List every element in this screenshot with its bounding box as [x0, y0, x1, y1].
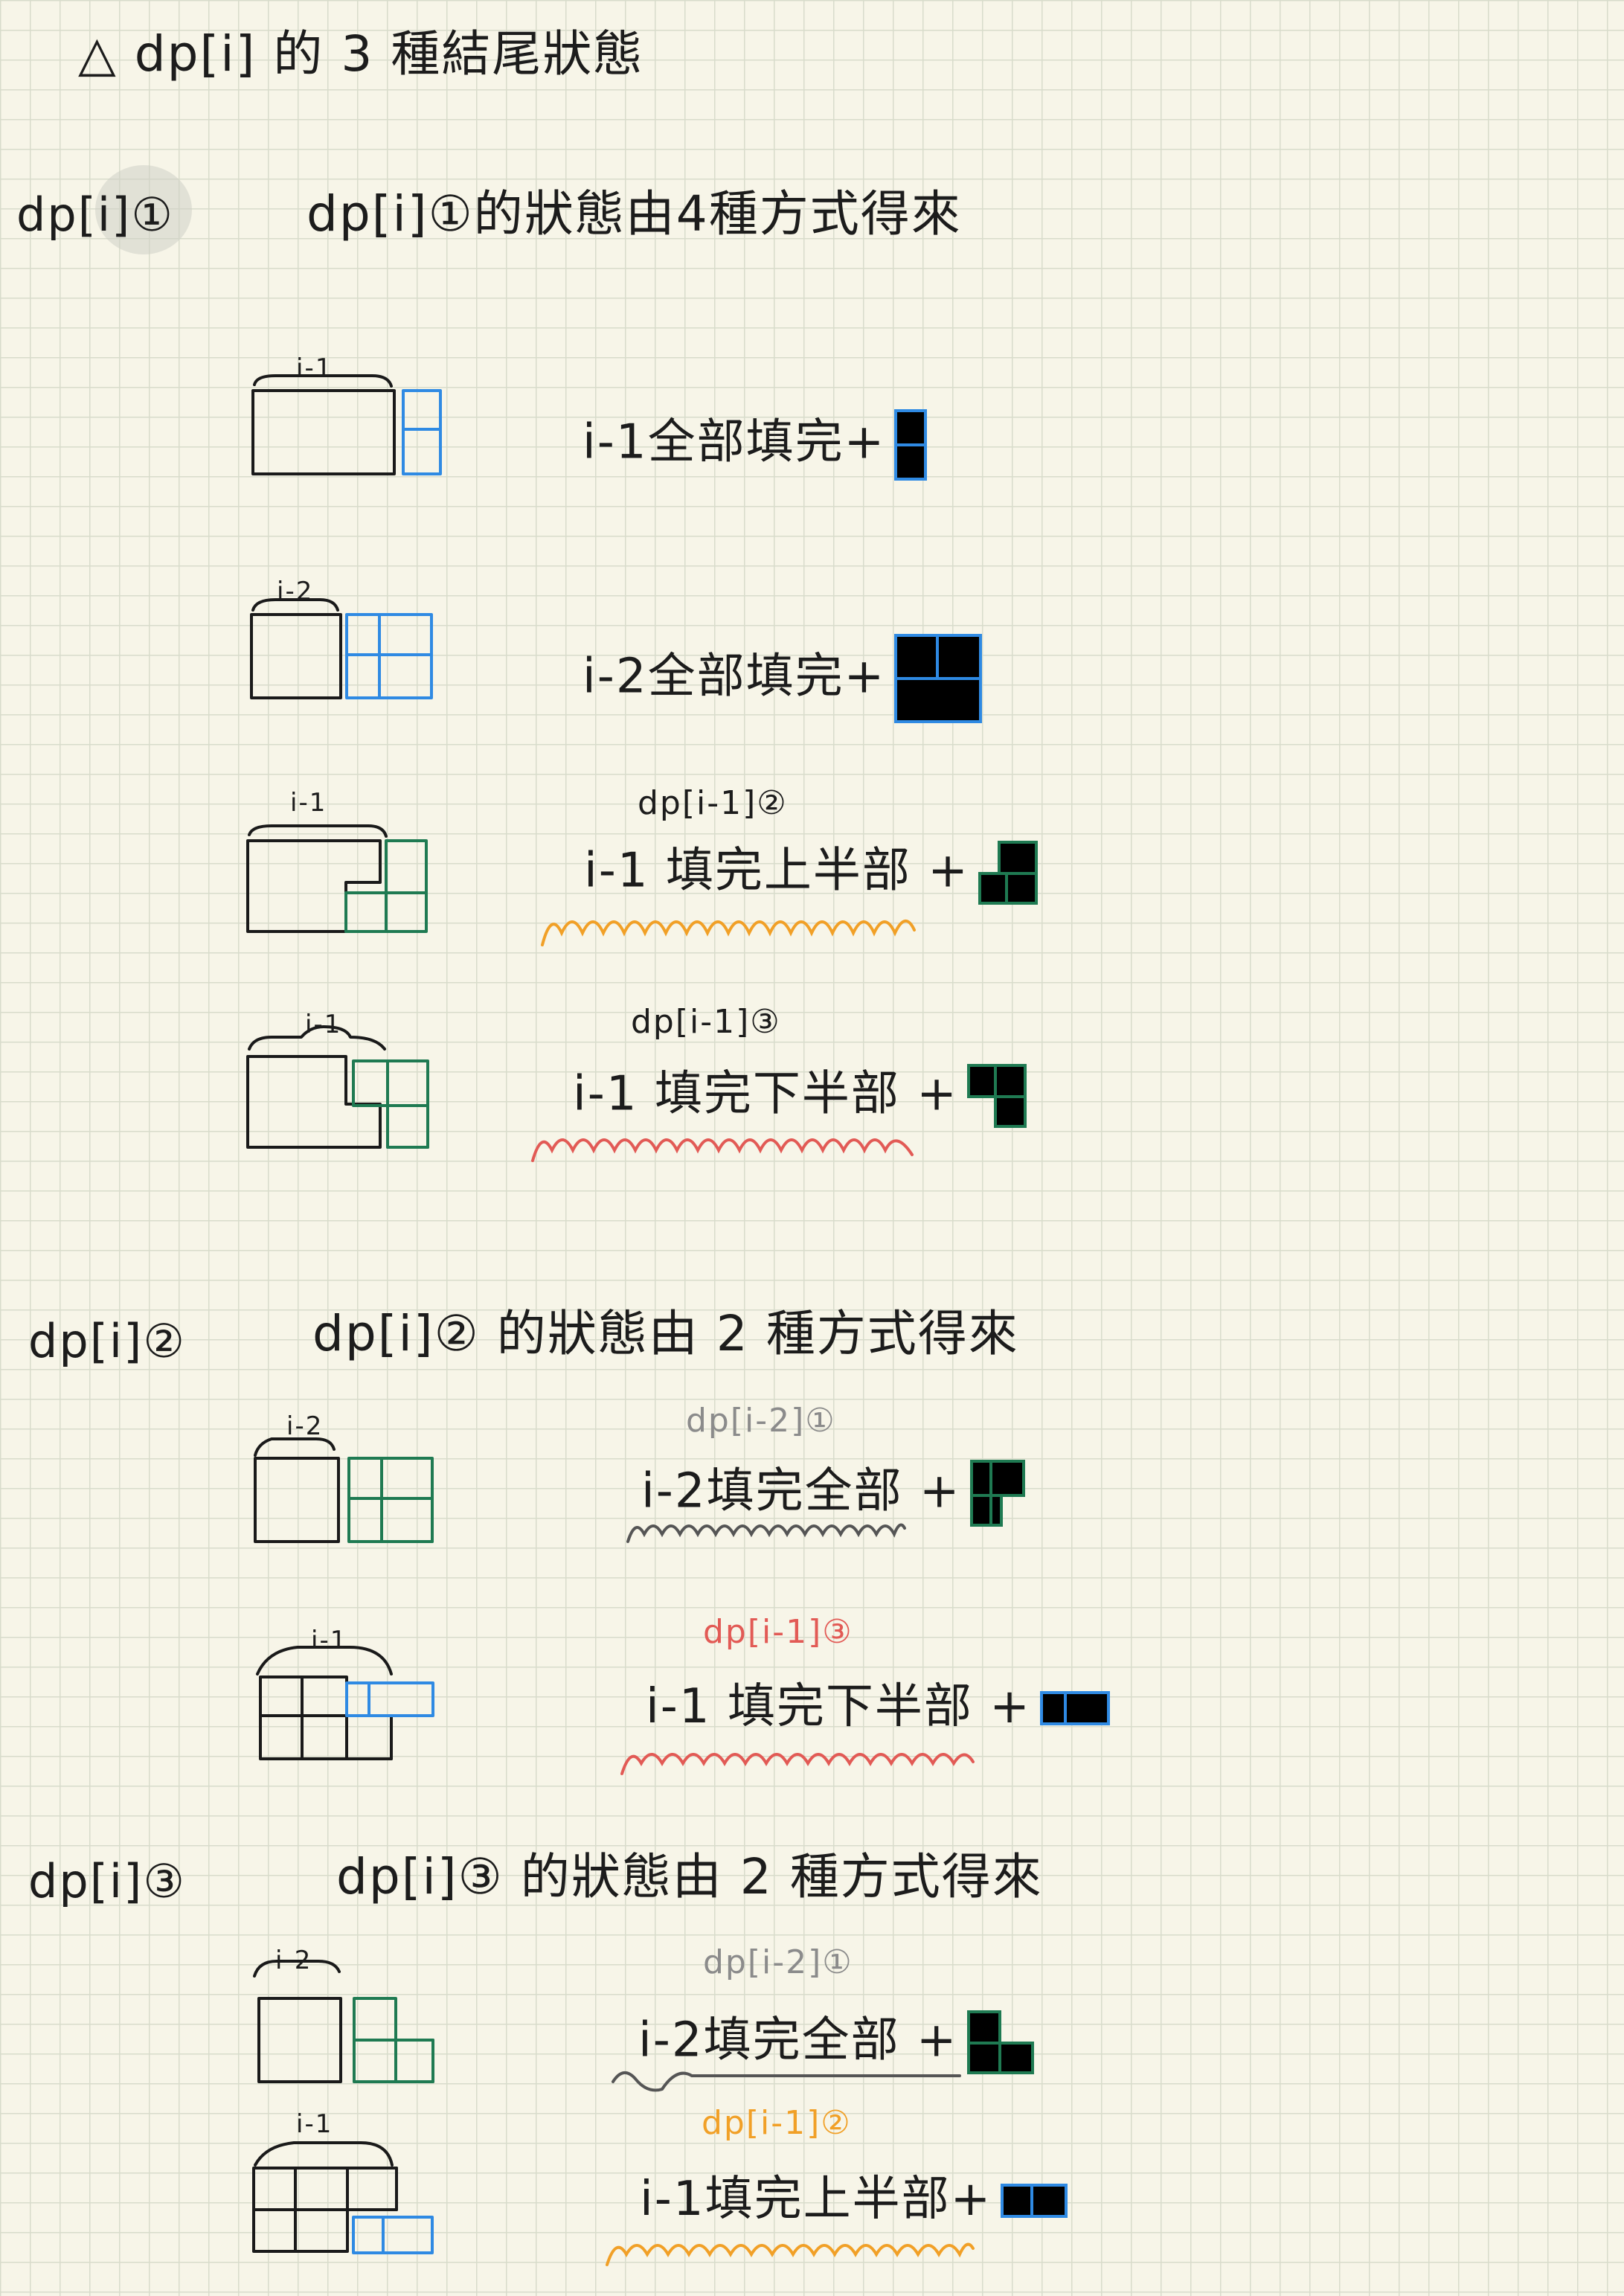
- tiling-figure: [251, 374, 442, 475]
- caption-text: i-2填完全部 +: [641, 1463, 961, 1519]
- state-annotation: dp[i-1]③: [631, 1003, 781, 1041]
- section-label-1: dp[i]①: [16, 187, 174, 242]
- tiling-figure: [253, 1960, 434, 2083]
- figure-label: i-2: [277, 577, 314, 606]
- tiling-figure: [256, 1646, 434, 1760]
- underline-squiggle: [612, 2071, 961, 2092]
- underline-squiggle: [531, 1138, 914, 1162]
- state-annotation: dp[i-2]①: [686, 1402, 836, 1440]
- caption-text: i-2全部填完+: [582, 649, 886, 705]
- vertical-domino-icon: [894, 409, 928, 481]
- item-caption: i-1 填完下半部 +: [573, 1062, 1030, 1131]
- state-annotation: dp[i-1]②: [638, 784, 788, 822]
- highlight-mark: [95, 165, 192, 254]
- figure-label: i-1: [311, 1626, 348, 1655]
- tiling-figure: [252, 2141, 434, 2254]
- l-shape-tile-icon: [978, 841, 1038, 905]
- item-caption: i-1 填完上半部 +: [584, 839, 1041, 908]
- step-tile-icon: [966, 2010, 1034, 2074]
- tiling-figure: [246, 824, 428, 933]
- tiling-figure: [250, 598, 433, 699]
- item-caption: i-1填完上半部+: [640, 2175, 1071, 2223]
- item-caption: i-2填完全部 +: [641, 1458, 1028, 1530]
- caption-text: i-1 填完下半部 +: [646, 1679, 1031, 1734]
- caption-text: i-1 填完上半部 +: [584, 843, 969, 899]
- section-label-3: dp[i]③: [28, 1854, 186, 1908]
- section-label-2: dp[i]②: [28, 1314, 186, 1368]
- item-caption: i-1 填完下半部 +: [646, 1683, 1113, 1731]
- underline-squiggle: [626, 1523, 906, 1543]
- item-caption: i-1全部填完+: [582, 408, 928, 482]
- caption-text: i-1填完上半部+: [640, 2172, 992, 2227]
- section-heading-2: dp[i]② 的狀態由 2 種方式得來: [312, 1305, 1019, 1362]
- figure-label: i-1: [296, 2109, 333, 2139]
- two-horizontal-dominoes-icon: [894, 634, 983, 723]
- horizontal-domino-icon: [1039, 1691, 1110, 1726]
- figure-label: i-1: [290, 788, 327, 818]
- caption-text: i-2填完全部 +: [638, 2013, 958, 2068]
- tiling-figure: [254, 1437, 434, 1543]
- section-heading-3: dp[i]③ 的狀態由 2 種方式得來: [336, 1848, 1043, 1905]
- t-shape-tile-icon: [969, 1460, 1025, 1527]
- figure-label: i-2: [286, 1411, 324, 1441]
- item-caption: i-2填完全部 +: [638, 2009, 1037, 2077]
- state-annotation: dp[i-1]②: [702, 2104, 852, 2142]
- section-heading-1: dp[i]①的狀態由4種方式得來: [306, 185, 962, 243]
- page-title: △ dp[i] 的 3 種結尾狀態: [78, 25, 644, 83]
- state-annotation: dp[i-2]①: [703, 1943, 853, 1981]
- underline-squiggle: [606, 2242, 975, 2266]
- underline-squiggle: [620, 1753, 975, 1775]
- horizontal-domino-icon: [1001, 2184, 1068, 2219]
- figure-label: i-1: [296, 353, 333, 383]
- figure-label: i-1: [305, 1010, 342, 1039]
- caption-text: i-1全部填完+: [582, 414, 886, 470]
- inverted-l-tile-icon: [966, 1064, 1027, 1128]
- tiling-figure: [246, 1025, 429, 1149]
- underline-squiggle: [541, 920, 916, 946]
- item-caption: i-2全部填完+: [582, 632, 985, 726]
- caption-text: i-1 填完下半部 +: [573, 1066, 958, 1122]
- state-annotation: dp[i-1]③: [703, 1613, 853, 1651]
- figure-label: i-2: [275, 1946, 312, 1975]
